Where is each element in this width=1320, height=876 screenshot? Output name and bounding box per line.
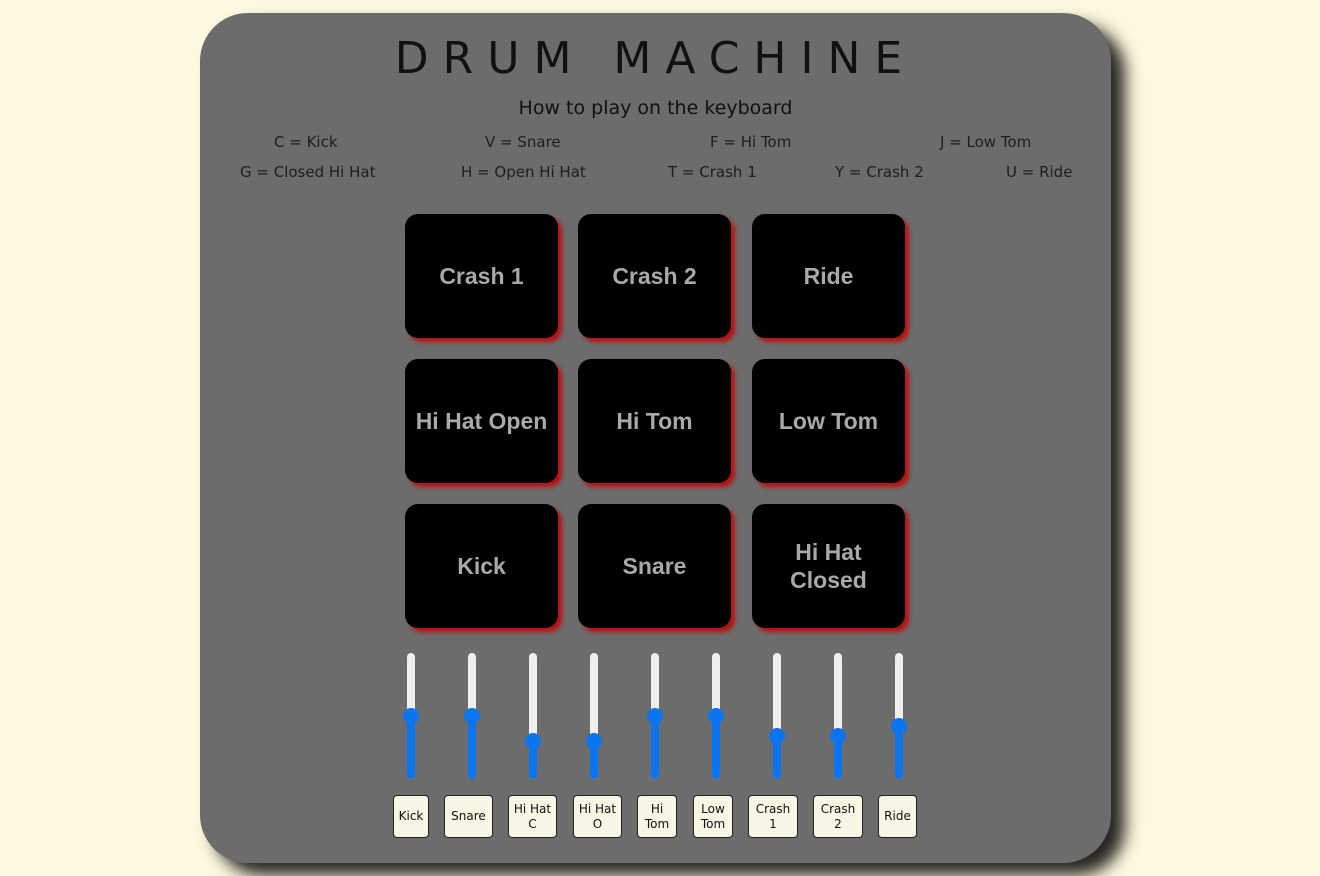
slider-track xyxy=(773,653,781,779)
page-title: DRUM MACHINE xyxy=(394,33,917,84)
pad-label: Crash 2 xyxy=(612,263,697,289)
label-button-hi-hat-closed[interactable]: Hi Hat C xyxy=(508,795,557,838)
label-line: 1 xyxy=(769,816,777,831)
pad-crash-1[interactable]: Crash 1 xyxy=(405,214,558,338)
slider-thumb[interactable] xyxy=(403,708,419,724)
label-button-crash-1[interactable]: Crash 1 xyxy=(748,795,798,838)
label-line: Ride xyxy=(884,809,911,823)
pad-hi-tom[interactable]: Hi Tom xyxy=(578,359,731,483)
key-hint-snare: V = Snare xyxy=(485,133,561,151)
label-button-crash-2[interactable]: Crash 2 xyxy=(813,795,863,838)
slider-thumb[interactable] xyxy=(464,708,480,724)
label-button-kick[interactable]: Kick xyxy=(393,795,429,838)
key-hint-closed-hi-hat: G = Closed Hi Hat xyxy=(240,163,376,181)
label-line: Crash xyxy=(820,801,856,816)
slider-fill xyxy=(773,735,781,779)
label-line: Tom xyxy=(700,816,726,831)
pad-ride[interactable]: Ride xyxy=(752,214,905,338)
pad-low-tom[interactable]: Low Tom xyxy=(752,359,905,483)
label-line: C xyxy=(528,816,537,831)
pad-label: Low Tom xyxy=(778,408,879,434)
pad-hi-hat-closed[interactable]: Hi Hat Closed xyxy=(752,504,905,628)
label-line: Kick xyxy=(398,809,424,823)
key-hint-crash-1: T = Crash 1 xyxy=(668,163,757,181)
pad-snare[interactable]: Snare xyxy=(578,504,731,628)
pad-hi-hat-open[interactable]: Hi Hat Open xyxy=(405,359,558,483)
label-lines: Hi Tom xyxy=(645,802,669,832)
slider-fill xyxy=(834,735,842,779)
label-line: Snare xyxy=(451,809,486,823)
key-hint-open-hi-hat: H = Open Hi Hat xyxy=(461,163,586,181)
pad-crash-2[interactable]: Crash 2 xyxy=(578,214,731,338)
slider-thumb[interactable] xyxy=(769,727,785,744)
slider-fill xyxy=(895,725,903,779)
slider-fill xyxy=(529,741,537,779)
label-lines: Hi Hat O xyxy=(579,802,616,832)
label-lines: Crash 1 xyxy=(756,802,791,832)
pad-label: Crash 1 xyxy=(439,263,524,289)
volume-slider-kick[interactable] xyxy=(401,653,421,779)
pad-label: Hi Tom xyxy=(616,408,693,434)
slider-thumb[interactable] xyxy=(708,708,724,724)
label-button-hi-tom[interactable]: Hi Tom xyxy=(637,795,677,838)
slider-thumb[interactable] xyxy=(891,717,907,734)
label-line: Hi Hat xyxy=(578,801,617,816)
pad-label: Hi Hat Closed xyxy=(790,538,867,594)
pad-label: Ride xyxy=(803,263,854,289)
slider-track xyxy=(895,653,903,779)
key-hint-crash-2: Y = Crash 2 xyxy=(835,163,924,181)
volume-slider-crash-1[interactable] xyxy=(767,653,787,779)
key-hint-ride: U = Ride xyxy=(1006,163,1073,181)
slider-fill xyxy=(651,716,659,779)
slider-fill xyxy=(712,716,720,779)
label-lines: Low Tom xyxy=(701,802,725,832)
slider-track xyxy=(529,653,537,779)
key-hint-low-tom: J = Low Tom xyxy=(940,133,1032,151)
volume-slider-low-tom[interactable] xyxy=(706,653,726,779)
label-button-hi-hat-open[interactable]: Hi Hat O xyxy=(573,795,622,838)
volume-slider-hi-tom[interactable] xyxy=(645,653,665,779)
key-hint-hi-tom: F = Hi Tom xyxy=(710,133,792,151)
slider-thumb[interactable] xyxy=(525,733,541,750)
label-button-low-tom[interactable]: Low Tom xyxy=(693,795,733,838)
slider-thumb[interactable] xyxy=(647,708,663,724)
keyboard-instructions-heading: How to play on the keyboard xyxy=(518,97,793,119)
drum-machine-panel: DRUM MACHINE How to play on the keyboard… xyxy=(200,13,1111,863)
label-button-snare[interactable]: Snare xyxy=(444,795,493,838)
label-line: Crash xyxy=(755,801,791,816)
volume-slider-snare[interactable] xyxy=(462,653,482,779)
label-line: O xyxy=(592,816,603,831)
slider-fill xyxy=(407,716,415,779)
volume-slider-hi-hat-closed[interactable] xyxy=(523,653,543,779)
pad-label: Snare xyxy=(622,553,687,579)
pad-label: Hi Hat Open xyxy=(415,408,548,434)
label-lines: Hi Hat C xyxy=(514,802,551,832)
pad-label-line: Hi Hat xyxy=(795,539,862,565)
label-line: Low xyxy=(701,801,725,816)
pad-label: Kick xyxy=(457,553,506,579)
slider-fill xyxy=(468,716,476,779)
key-hint-kick: C = Kick xyxy=(274,133,338,151)
volume-slider-crash-2[interactable] xyxy=(828,653,848,779)
label-line: Hi Hat xyxy=(513,801,552,816)
pad-kick[interactable]: Kick xyxy=(405,504,558,628)
label-lines: Crash 2 xyxy=(821,802,856,832)
volume-slider-hi-hat-open[interactable] xyxy=(584,653,604,779)
slider-track xyxy=(590,653,598,779)
label-line: Tom xyxy=(644,816,670,831)
label-line: 2 xyxy=(834,816,842,831)
pad-label-line: Closed xyxy=(790,567,867,593)
slider-thumb[interactable] xyxy=(586,733,602,750)
label-line: Hi xyxy=(650,801,664,816)
slider-fill xyxy=(590,741,598,779)
slider-thumb[interactable] xyxy=(830,727,846,744)
volume-slider-ride[interactable] xyxy=(889,653,909,779)
slider-track xyxy=(834,653,842,779)
label-button-ride[interactable]: Ride xyxy=(878,795,917,838)
